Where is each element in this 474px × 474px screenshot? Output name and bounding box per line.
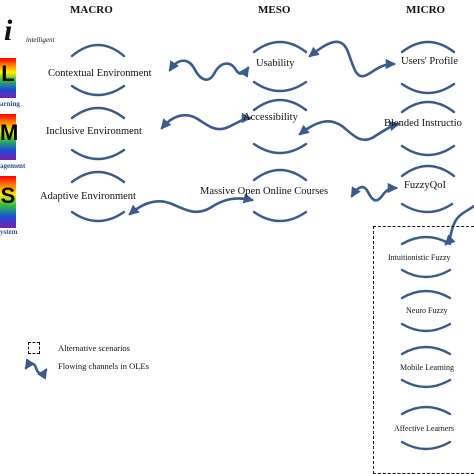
alt-intuitionistic-fuzzy: Intuitionistic Fuzzy xyxy=(388,253,451,262)
node-blended-instruction: Blended Instructio xyxy=(384,118,462,129)
arc-accessibility-top xyxy=(252,98,308,112)
lms-word-s: ystem xyxy=(0,228,18,236)
arc-accessibility-bottom xyxy=(252,142,308,155)
alternative-scenarios-box xyxy=(373,226,474,474)
arc-contextual-bottom xyxy=(70,84,126,97)
wave-adaptive-mooc xyxy=(128,193,255,216)
node-users-profile: Users' Profile xyxy=(401,56,459,67)
legend-flowing-channels: Flowing channels in OLEs xyxy=(58,361,149,371)
wave-contextual-usability xyxy=(168,59,250,81)
arc-profile-top xyxy=(400,40,456,54)
legend-wave-glyph xyxy=(24,358,48,380)
arc-neuro-bottom xyxy=(400,322,452,333)
node-inclusive-environment: Inclusive Environment xyxy=(46,126,142,137)
wave-inclusive-accessibility xyxy=(160,112,253,131)
wave-usability-profile xyxy=(308,40,397,78)
arc-affective-top xyxy=(400,405,452,416)
arc-mooc-bottom xyxy=(252,210,308,223)
node-adaptive-environment: Adaptive Environment xyxy=(40,191,136,202)
lms-bar-l xyxy=(0,58,16,98)
arc-mobile-bottom xyxy=(400,378,452,389)
arc-inclusive-top xyxy=(70,106,126,120)
alt-mobile-learning: Mobile Learning xyxy=(400,363,454,372)
logo-letter: i xyxy=(4,14,13,47)
lms-bar-s xyxy=(0,176,16,228)
arc-mobile-top xyxy=(400,345,452,356)
arc-blended-bottom xyxy=(400,144,456,157)
logo-subtitle: intelligent xyxy=(26,36,55,44)
alt-neuro-fuzzy: Neuro Fuzzy xyxy=(406,306,448,315)
wave-accessibility-blended xyxy=(298,120,401,142)
arc-contextual-top xyxy=(70,43,126,58)
heading-meso: MESO xyxy=(258,4,291,16)
wave-mooc-fuzzyqoi xyxy=(350,182,399,202)
node-accessibility: Accessibility xyxy=(243,112,298,123)
node-usability: Usability xyxy=(256,58,295,69)
arc-adaptive-bottom xyxy=(70,210,126,223)
arc-fuzzyqoi-bottom xyxy=(400,202,454,214)
legend-dashed-box-icon xyxy=(28,342,40,354)
lms-letter-s: S xyxy=(0,183,16,208)
lms-letter-l: L xyxy=(1,61,15,86)
lms-letter-m: M xyxy=(0,120,19,145)
arc-blended-top xyxy=(400,100,456,114)
node-mooc: Massive Open Online Courses xyxy=(200,186,329,197)
lms-bar-m xyxy=(0,114,16,160)
node-fuzzyqoi: FuzzyQoI xyxy=(404,180,446,191)
lms-word-m: agement xyxy=(0,162,26,170)
arc-intuitionistic-bottom xyxy=(400,268,452,279)
legend-alternative-scenarios: Alternative scenarios xyxy=(58,343,130,353)
arc-fuzzyqoi-top xyxy=(400,164,456,178)
arc-profile-bottom xyxy=(400,82,456,95)
arc-mooc-top xyxy=(252,168,308,182)
heading-macro: MACRO xyxy=(70,4,113,16)
arc-neuro-top xyxy=(400,289,452,300)
arc-usability-top xyxy=(252,40,308,54)
arc-affective-bottom xyxy=(400,440,452,451)
alt-affective-learners: Affective Learners xyxy=(394,424,455,433)
arc-adaptive-top xyxy=(70,170,126,184)
node-contextual-environment: Contextual Environment xyxy=(48,68,152,79)
arc-inclusive-bottom xyxy=(70,148,126,161)
arc-usability-bottom xyxy=(252,80,308,93)
lms-word-l: arning xyxy=(0,100,20,108)
heading-micro: MICRO xyxy=(406,4,446,16)
wave-fuzzyqoi-alternatives xyxy=(444,204,474,246)
